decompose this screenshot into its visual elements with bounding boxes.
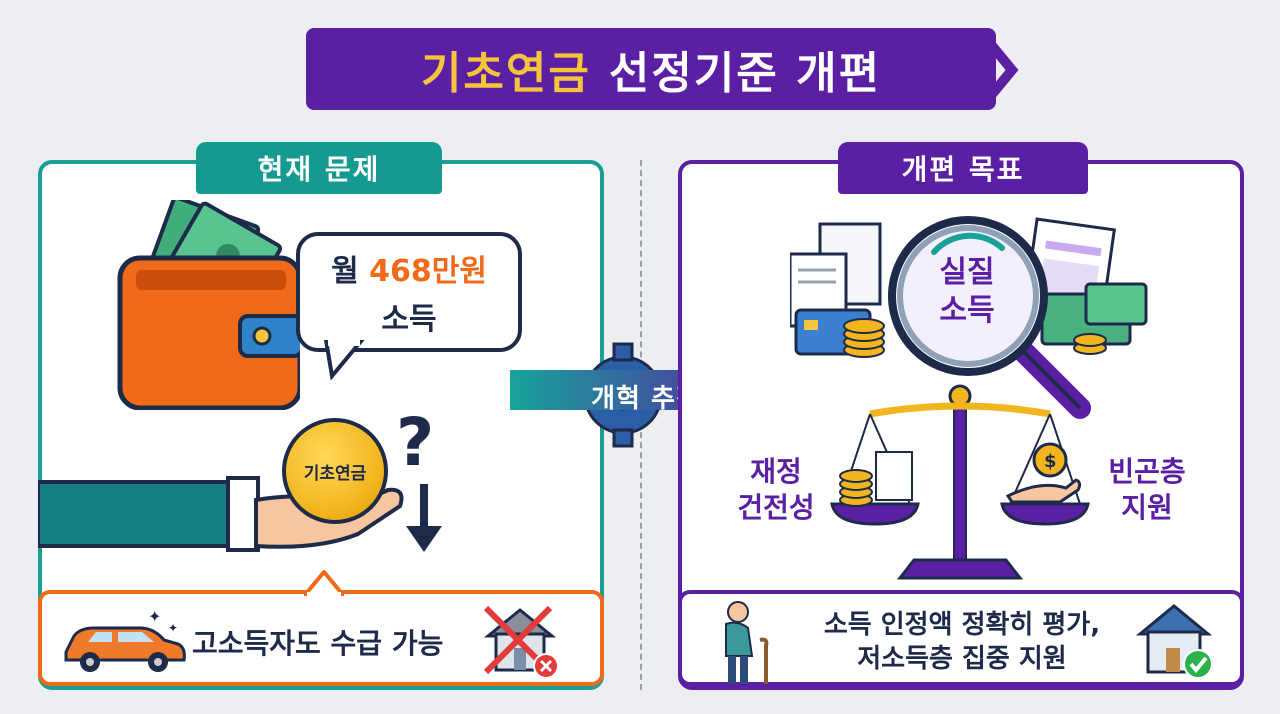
- high-income-callout: ✦✦ 고소득자도 수급 가능: [38, 570, 604, 686]
- title-banner: 기초연금 선정기준 개편: [306, 28, 996, 110]
- speech-tail: [323, 340, 365, 380]
- goal-text: 소득 인정액 정확히 평가, 저소득층 집중 지원: [792, 608, 1132, 676]
- income-label: 소득: [381, 302, 437, 337]
- elder-icon: [725, 601, 769, 684]
- speech-prefix: 월: [331, 254, 370, 289]
- real-income-line2: 소득: [939, 293, 995, 328]
- fiscal-line1: 재정: [750, 455, 802, 488]
- house-check-icon: [1135, 604, 1213, 679]
- car-icon: ✦✦: [64, 608, 186, 672]
- down-arrow-icon: [406, 484, 442, 552]
- callout-text: 고소득자도 수급 가능: [192, 627, 444, 660]
- real-income-line1: 실질: [939, 255, 995, 290]
- svg-text:✦: ✦: [168, 621, 178, 635]
- coin-icon: 기초연금: [282, 418, 388, 524]
- tab-current-problem: 현재 문제: [196, 142, 442, 194]
- callout-pointer: [304, 570, 344, 596]
- question-icon: ?: [396, 404, 435, 481]
- goal-line1: 소득 인정액 정확히 평가,: [823, 610, 1101, 640]
- arrow-right-icon: [510, 342, 776, 438]
- fiscal-soundness-label: 재정 건전성: [726, 454, 826, 526]
- real-income-label: 실질 소득: [912, 254, 1022, 330]
- chevron-right-icon: [954, 32, 1019, 108]
- title-rest: 선정기준 개편: [608, 48, 882, 99]
- house-x-icon: [483, 605, 559, 679]
- coin-label: 기초연금: [303, 463, 367, 484]
- poverty-line2: 지원: [1121, 491, 1173, 524]
- svg-text:✦: ✦: [148, 608, 161, 626]
- income-line: 월 468만원: [331, 246, 487, 290]
- tab-reform-goal: 개편 목표: [838, 142, 1088, 194]
- poverty-support-label: 빈곤층 지원: [1092, 454, 1202, 526]
- income-amount: 468만원: [369, 254, 487, 289]
- magnifier-icon: [888, 216, 1091, 419]
- poverty-line1: 빈곤층: [1108, 455, 1186, 488]
- page-title: 기초연금 선정기준 개편: [421, 37, 881, 101]
- svg-text:$: $: [1044, 451, 1057, 472]
- balance-scale-icon: $: [830, 384, 1090, 580]
- goal-callout: 소득 인정액 정확히 평가, 저소득층 집중 지원: [678, 590, 1244, 686]
- title-highlight: 기초연금: [420, 48, 591, 99]
- fiscal-line2: 건전성: [737, 491, 815, 524]
- goal-line2: 저소득층 집중 지원: [857, 644, 1067, 674]
- income-speech-bubble: 월 468만원 소득: [296, 232, 522, 352]
- wallet-icon: [117, 200, 300, 410]
